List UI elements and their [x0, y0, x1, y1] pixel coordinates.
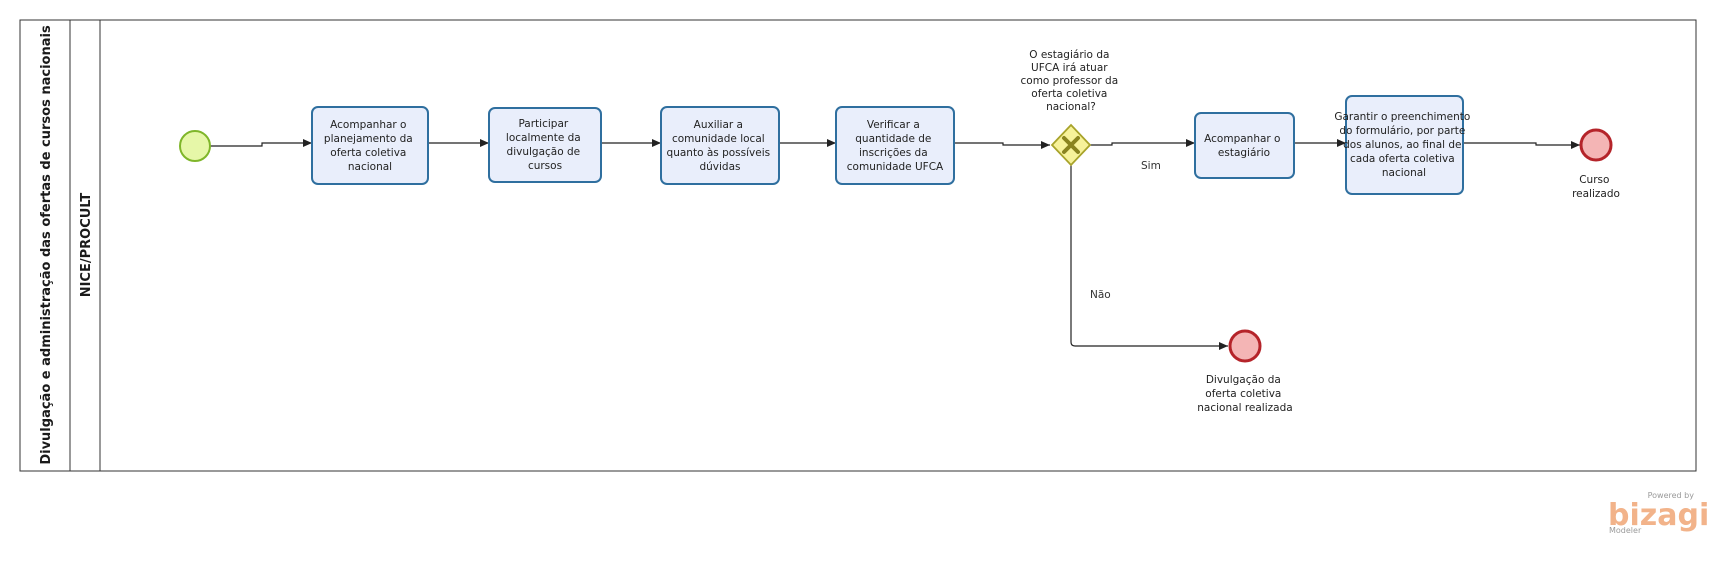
start-event[interactable]	[179, 130, 211, 162]
task-acompanhar-planejamento[interactable]: Acompanhar o planejamento da oferta cole…	[311, 106, 429, 185]
task-label: Acompanhar o estagiário	[1204, 133, 1284, 159]
branch-label-sim: Sim	[1141, 160, 1161, 172]
pool: Divulgação e administração das ofertas d…	[19, 19, 1697, 472]
end-event-curso-label: Curso realizado	[1572, 174, 1620, 200]
svg-text:Powered by: Powered by	[1648, 491, 1695, 500]
branch-label-nao: Não	[1090, 289, 1111, 301]
task-auxiliar-comunidade[interactable]: Auxiliar a comunidade local quanto às po…	[660, 106, 780, 185]
task-label: Garantir o preenchimento do formulário, …	[1334, 111, 1473, 179]
exclusive-gateway[interactable]	[1050, 123, 1092, 167]
task-label: Participar localmente da divulgação de c…	[506, 118, 584, 172]
task-label: Verificar a quantidade de inscrições da …	[847, 119, 944, 173]
pool-title: Divulgação e administração das ofertas d…	[39, 25, 54, 465]
task-verificar-inscricoes[interactable]: Verificar a quantidade de inscrições da …	[835, 106, 955, 185]
end-event-divulgacao-realizada[interactable]	[1228, 329, 1262, 363]
task-label: Acompanhar o planejamento da oferta cole…	[324, 119, 416, 173]
x-icon	[1062, 136, 1080, 154]
task-garantir-formulario[interactable]: Garantir o preenchimento do formulário, …	[1334, 95, 1473, 195]
end-event-divulgacao-label: Divulgação da oferta coletiva nacional r…	[1197, 374, 1292, 414]
task-acompanhar-estagiario[interactable]: Acompanhar o estagiário	[1194, 112, 1295, 179]
svg-text:bizagi: bizagi	[1608, 498, 1709, 533]
gateway-question: O estagiário da UFCA irá atuar como prof…	[1021, 49, 1122, 113]
bizagi-logo: Powered by bizagi Modeler	[1608, 491, 1709, 535]
task-participar-divulgacao[interactable]: Participar localmente da divulgação de c…	[488, 107, 602, 183]
end-event-curso-realizado[interactable]	[1579, 128, 1613, 162]
lane-title: NICE/PROCULT	[79, 193, 94, 298]
svg-text:Modeler: Modeler	[1609, 526, 1642, 535]
sequence-flows	[210, 139, 1580, 350]
task-label: Auxiliar a comunidade local quanto às po…	[667, 119, 774, 173]
